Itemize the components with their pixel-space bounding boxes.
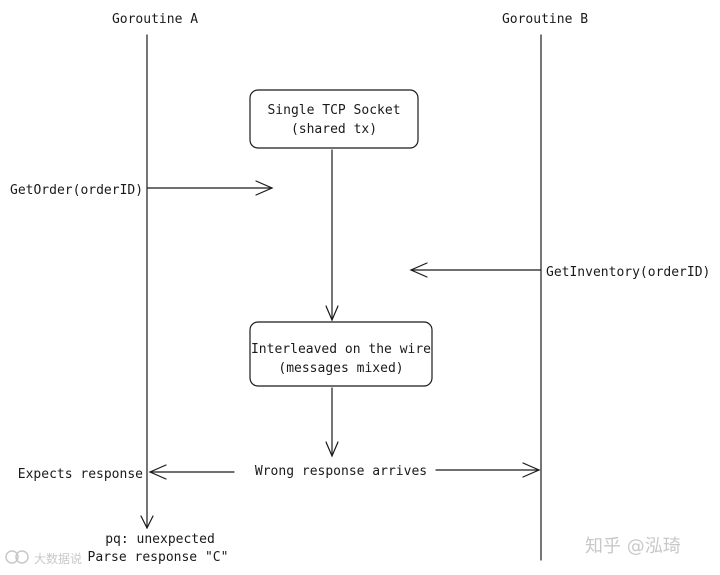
watermark-zhihu: 知乎 @泓琦 (585, 536, 681, 557)
interleaved-box-line1: Interleaved on the wire (251, 342, 431, 357)
socket-box-line1: Single TCP Socket (267, 103, 400, 118)
bottom-note-line1: pq: unexpected (105, 532, 215, 547)
watermark-left: 大数据说 (34, 551, 82, 566)
interleaved-box-line2: (messages mixed) (278, 361, 403, 376)
expects-response-label: Expects response (18, 467, 143, 482)
participant-goroutine-a: Goroutine A (112, 12, 198, 27)
watermark-logo-icon (5, 550, 29, 564)
socket-to-interleaved-arrowhead (325, 305, 339, 322)
interleaved-to-response-arrowhead (325, 441, 339, 458)
wrong-response-arrowhead-right (522, 462, 541, 478)
participant-goroutine-b: Goroutine B (502, 12, 588, 27)
socket-box (249, 89, 419, 149)
interleaved-box (249, 321, 433, 387)
get-inventory-label: GetInventory(orderID) (546, 265, 710, 280)
get-order-arrowhead (255, 180, 274, 196)
get-order-label: GetOrder(orderID) (10, 183, 143, 198)
bottom-note-line2: Parse response "C" (88, 550, 229, 565)
wrong-response-arrowhead-left (148, 464, 167, 480)
lifeline-a-arrowhead (140, 515, 154, 530)
socket-box-line2: (shared tx) (291, 122, 377, 137)
get-inventory-arrowhead (409, 262, 428, 278)
wrong-response-label: Wrong response arrives (255, 464, 427, 479)
